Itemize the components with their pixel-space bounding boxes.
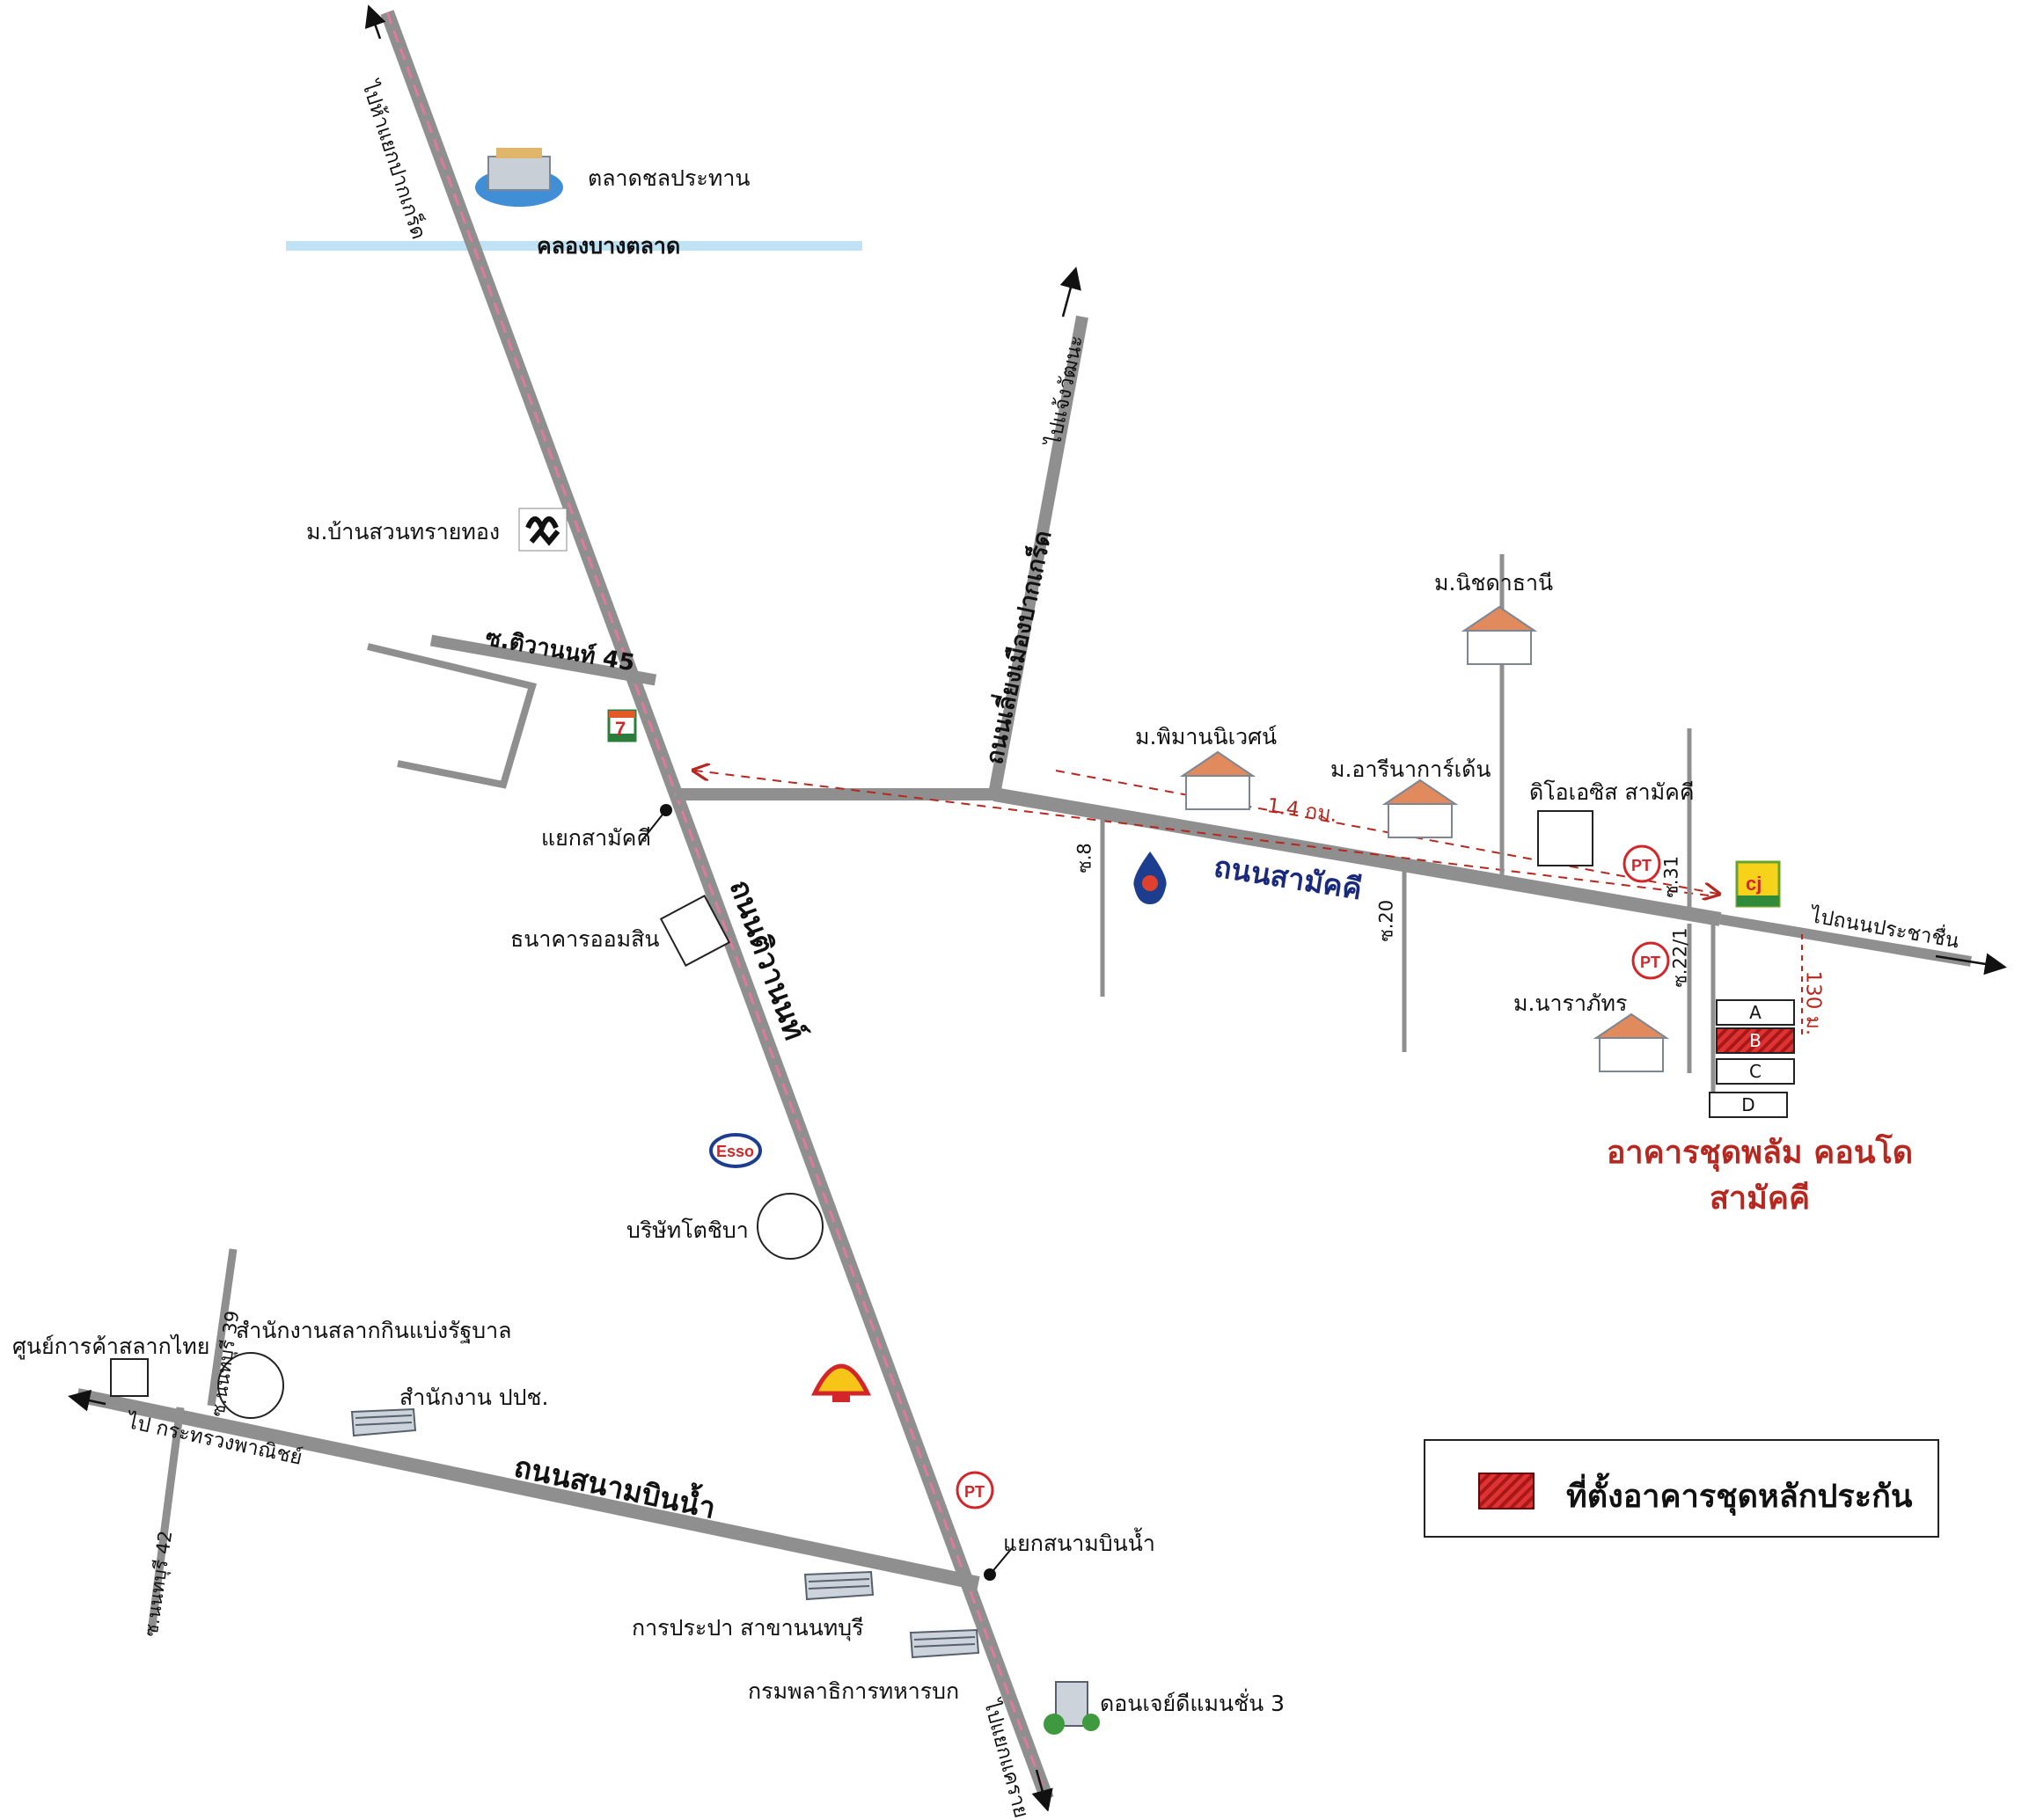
label-samakkhi-junction: แยกสามัคคี [541,825,652,851]
seven-eleven-icon: 7 [607,709,637,742]
road-label-soi22-1: ซ.22/1 [1669,927,1691,988]
office-building-icon [350,1407,417,1437]
esso-logo-icon: Esso [709,1133,762,1168]
label-ppc-office: สำนักงาน ปปช. [399,1385,549,1410]
market-icon [475,148,563,207]
canal-label: คลองบางตลาด [537,233,681,259]
house-icon [1381,778,1459,838]
lottery-office-marker [217,1352,284,1419]
svg-text:cj: cj [1746,873,1762,895]
house-icon [1593,1012,1670,1072]
label-suantaithong: ม.บ้านสวนทรายทอง [306,519,501,545]
seven-eleven-logo-text: 7 [615,718,626,740]
condo-title-line1: อาคารชุดพลัม คอนโด [1606,1135,1914,1171]
pt-logo-icon: PT [1631,941,1670,980]
road-label-soi8: ซ.8 [1073,843,1095,873]
lottery-center-marker [110,1358,149,1397]
condo-title-line2: สามัคคี [1709,1180,1811,1217]
legend-box: ที่ตั้งอาคารชุดหลักประกัน [1424,1439,1939,1538]
legend-swatch [1478,1473,1535,1509]
pt-logo-icon: PT [1622,844,1661,883]
label-army: กรมพลาธิการทหารบก [748,1678,960,1704]
legend-label: ที่ตั้งอาคารชุดหลักประกัน [1566,1479,1913,1515]
road-samakkhi [676,787,1972,967]
pt-logo-text: PT [964,1483,985,1501]
house-icon [1179,750,1256,810]
label-toshiba: บริษัทโตชิบา [626,1217,749,1243]
building-c: C [1716,1058,1795,1085]
condo-title: อาคารชุดพลัม คอนโด สามัคคี [1584,1130,1936,1222]
label-phimannivet: ม.พิมานนิเวศน์ [1135,724,1278,749]
pt-logo-text: PT [1640,954,1660,971]
label-gsb: ธนาคารออมสิน [510,926,660,952]
road-tiwanon [380,10,1054,1802]
building-a: A [1716,999,1795,1026]
village-logo-icon [518,508,568,552]
label-sanambin-junction: แยกสนามบินน้ำ [1003,1531,1155,1556]
label-nitchathani: ม.นิชดาธานี [1434,570,1554,596]
label-lottery-office: สำนักงานสลากกินแบ่งรัฐบาล [236,1318,512,1343]
office-building-icon [909,1628,980,1659]
shell-logo-icon [811,1363,871,1402]
building-d: D [1709,1092,1788,1118]
label-waterworks: การประปา สาขานนทบุรี [632,1615,864,1641]
building-b-highlight: B [1716,1027,1795,1054]
office-building-icon [803,1570,875,1601]
label-lottery-center: ศูนย์การค้าสลากไทย [12,1334,210,1359]
pt-logo-text: PT [1631,857,1652,874]
pt-logo-icon: PT [956,1471,994,1509]
label-arinagarden: ม.อารีนาการ์เด้น [1330,757,1491,782]
road-label-soi20: ซ.20 [1375,899,1397,942]
ptt-logo-icon [1133,852,1167,904]
esso-logo-text: Esso [716,1143,754,1160]
condo-tower-icon [1044,1681,1100,1735]
gsb-bank-marker [659,895,731,967]
canal [286,241,862,251]
label-condo3: ดอนเจย์ดีแมนชั่น 3 [1100,1691,1286,1716]
label-tiasis: ดิโอเอซิส สามัคคี [1529,779,1695,805]
road-label-soi31: ซ.31 [1660,855,1682,898]
tiasis-marker [1537,810,1593,866]
house-icon [1461,605,1538,665]
distance-130m: 130 ม. [1801,970,1825,1036]
toshiba-marker [757,1193,824,1260]
cj-store-logo-icon: cj [1735,860,1781,908]
label-market: ตลาดชลประทาน [588,165,751,191]
label-narapat: ม.นาราภัทร [1513,990,1628,1016]
